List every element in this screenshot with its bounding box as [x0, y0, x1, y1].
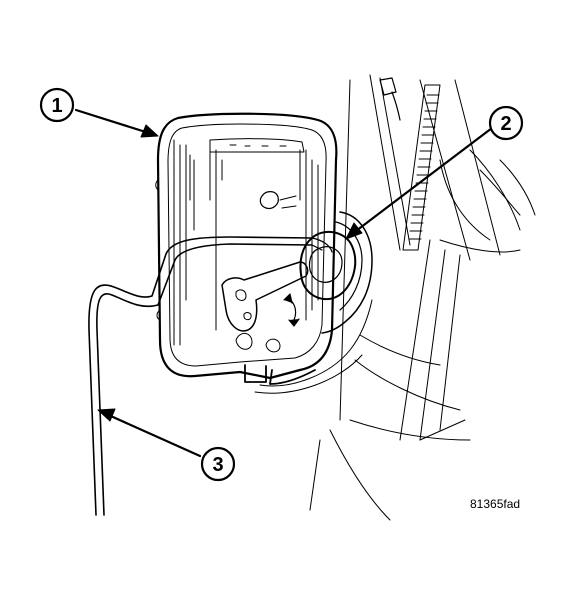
actuator-lever — [221, 261, 309, 332]
arrowhead-3 — [97, 408, 116, 422]
leader-line-3 — [102, 411, 202, 458]
callout-circle-2 — [488, 105, 524, 141]
leader-lines — [74, 108, 494, 458]
vehicle-body-structure — [309, 74, 536, 521]
cable-tube — [88, 236, 333, 516]
wire-clip — [379, 77, 401, 121]
leader-line-2 — [350, 126, 494, 236]
callout-number-1: 1 — [51, 95, 62, 117]
grommet — [254, 211, 373, 394]
figure-id-label: 81365fad — [470, 497, 521, 511]
arrowhead-1 — [140, 124, 159, 138]
callout-number-2: 2 — [500, 113, 511, 135]
leader-line-1 — [74, 108, 154, 136]
callout-circle-1 — [39, 87, 75, 123]
callout-circle-3 — [200, 446, 236, 482]
callout-number-3: 3 — [212, 454, 223, 476]
ribbed-strap — [402, 84, 441, 251]
sensor-housing — [155, 112, 338, 385]
arrowhead-2 — [345, 222, 363, 240]
